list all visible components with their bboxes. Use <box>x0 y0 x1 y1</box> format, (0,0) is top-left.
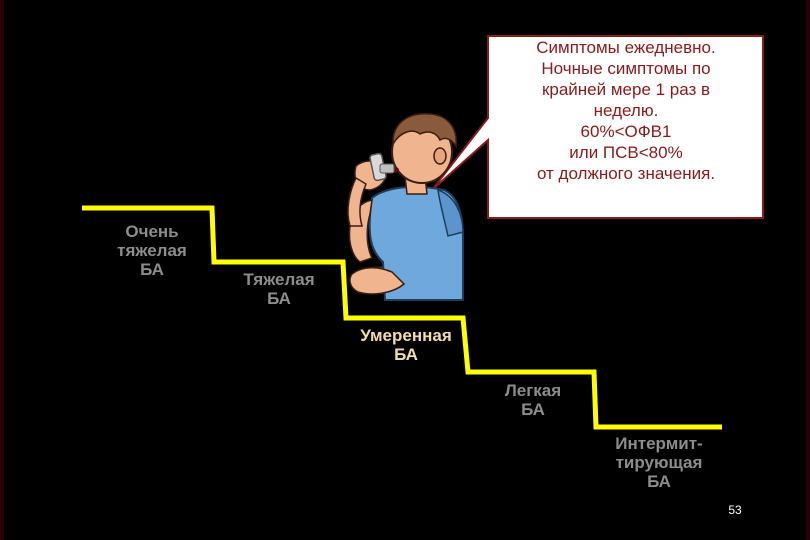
step-label-line: БА <box>140 260 164 279</box>
step-label-line: Легкая <box>504 381 562 400</box>
callout-line: или ПСВ<80% <box>569 143 683 162</box>
callout-line: крайней мере 1 раз в <box>541 80 711 99</box>
person-using-inhaler-icon <box>347 113 464 301</box>
callout-line: Симптомы ежедневно. <box>536 38 716 57</box>
step-label-severe: Тяжелая БА <box>218 270 340 308</box>
step-label-intermittent: Интермит- тирующая БА <box>594 434 724 491</box>
step-label-moderate: Умеренная БА <box>340 326 472 364</box>
step-label-line: БА <box>394 345 418 364</box>
callout-line: 60%<ОФВ1 <box>580 122 672 141</box>
callout-line: неделю. <box>593 101 659 120</box>
step-label-line: Умеренная <box>360 326 452 345</box>
slide-frame-right <box>806 0 810 540</box>
step-label-line: тирующая <box>615 453 703 472</box>
page-number: 53 <box>728 503 742 517</box>
step-label-line: БА <box>647 472 671 491</box>
callout-line: Ночные симптомы по <box>541 59 711 78</box>
symptom-callout-bubble <box>431 35 764 219</box>
step-label-line: тяжелая <box>117 241 187 260</box>
step-label-very-severe: Очень тяжелая БА <box>92 222 212 279</box>
severity-staircase <box>82 205 722 430</box>
slide-frame-left <box>0 0 4 540</box>
step-label-line: БА <box>267 289 291 308</box>
step-label-line: Интермит- <box>615 434 703 453</box>
step-label-line: Тяжелая <box>243 270 315 289</box>
callout-text: Симптомы ежедневно. Ночные симптомы по к… <box>490 37 762 184</box>
step-label-mild: Легкая БА <box>472 381 594 419</box>
step-label-line: Очень <box>125 222 179 241</box>
callout-line: от должного значения. <box>536 164 716 183</box>
step-label-line: БА <box>521 400 545 419</box>
